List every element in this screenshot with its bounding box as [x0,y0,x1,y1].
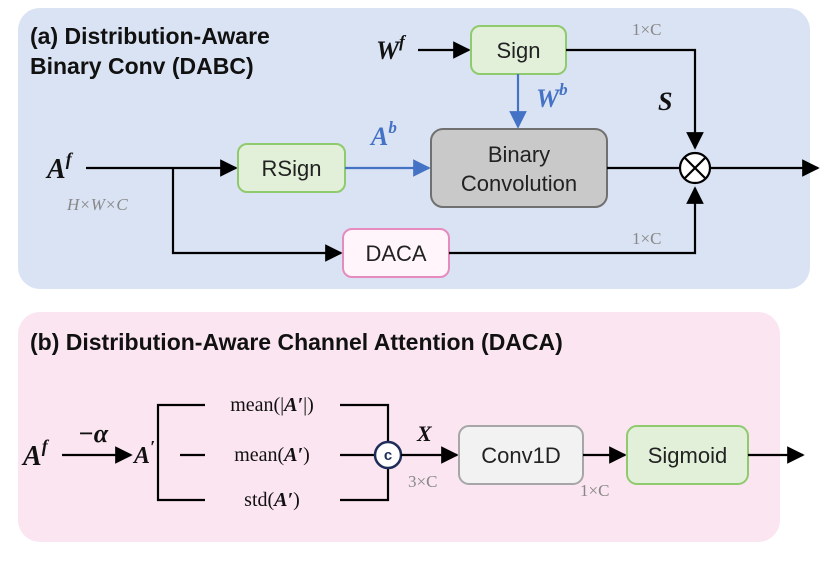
sign-box-label: Sign [496,38,540,63]
panel-b-background [18,312,780,542]
rsign-box-label: RSign [262,156,322,181]
activation-input-label: Af [45,149,74,185]
panel-a-title-line2: Binary Conv (DABC) [30,53,254,79]
concat-dims-label: 3×C [408,472,437,491]
multiply-icon [678,151,712,185]
input-dims-label: H×W×C [66,195,128,214]
daca-to-multiply-path [449,186,704,255]
weight-input-label: Wf [376,32,407,65]
daca-dims-label: 1×C [632,229,661,248]
sign-to-multiply-path [566,48,704,150]
svg-text:c: c [384,447,392,464]
concat-output-label: X [416,421,433,446]
panel-a-background [18,8,810,289]
conv1d-dims-label: 1×C [580,481,609,500]
binary-weight-label: Wb [536,80,568,113]
shift-label: −α [78,419,109,448]
shifted-activation-label: A′ [132,437,155,469]
scale-dims-label: 1×C [632,20,661,39]
conv1d-box-label: Conv1D [481,443,560,468]
branch-bot-label: std(A′) [244,489,300,511]
concat-icon: c [373,440,403,470]
binary-conv-label-line1: Binary [488,142,550,167]
input-to-daca-path [171,168,343,262]
binary-conv-label-line2: Convolution [461,171,577,196]
daca-box-label: DACA [365,241,426,266]
daca-input-label: Af [21,436,50,472]
scale-label: S [658,87,672,116]
branch-top-label: mean(|A′|) [230,394,314,416]
sigmoid-box-label: Sigmoid [648,443,727,468]
panel-a-title-line1: (a) Distribution-Aware [30,23,270,49]
branch-bracket-left [156,403,205,502]
branch-mid-label: mean(A′) [234,444,310,466]
panel-b-title: (b) Distribution-Aware Channel Attention… [30,329,563,355]
binary-activation-label: Ab [369,118,397,151]
